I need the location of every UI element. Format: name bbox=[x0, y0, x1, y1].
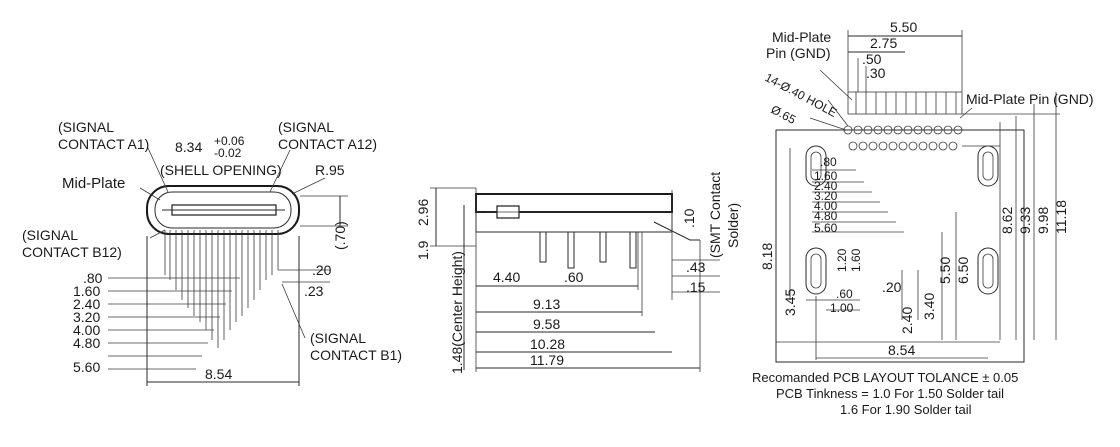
top-dim-550: 5.50 bbox=[890, 19, 917, 35]
side-d60: .60 bbox=[564, 269, 584, 285]
pcb-d998: 9.98 bbox=[1035, 207, 1051, 234]
dim-23: .23 bbox=[304, 283, 324, 299]
pcb-note-2: PCB Tinkness = 1.0 For 1.50 Solder tail bbox=[776, 386, 1004, 401]
side-d10: .10 bbox=[681, 208, 697, 228]
slot-left-top bbox=[805, 145, 827, 187]
dim-70: (.70) bbox=[332, 221, 348, 250]
side-d440: 4.40 bbox=[493, 269, 520, 285]
pcb-d550: 5.50 bbox=[937, 257, 953, 284]
stack-dim-0: .80 bbox=[83, 270, 103, 286]
signal-b1-label-1: (SIGNAL bbox=[310, 330, 366, 346]
pcb-bottom-width: 8.54 bbox=[888, 342, 915, 358]
top-dim-275: 2.75 bbox=[870, 35, 897, 51]
pcb-stack-6: 5.60 bbox=[814, 221, 838, 235]
pcb-d818: 8.18 bbox=[759, 243, 775, 270]
side-w2: 10.28 bbox=[530, 336, 565, 352]
pcb-layout-view: Mid-Plate Pin (GND) 5.50 2.75 .50 .30 14… bbox=[752, 19, 1094, 417]
side-w1: 9.58 bbox=[533, 316, 560, 332]
pcb-d345: 3.45 bbox=[782, 289, 798, 316]
dim-20: .20 bbox=[312, 262, 332, 278]
stack-dim-1: 1.60 bbox=[73, 283, 100, 299]
slot-left-bottom bbox=[805, 247, 827, 295]
pcb-stack-2: 2.40 bbox=[814, 179, 838, 193]
slot-right-bottom bbox=[977, 247, 999, 295]
pcb-d240: 2.40 bbox=[899, 307, 915, 334]
side-d43: .43 bbox=[686, 259, 706, 275]
contact-tails bbox=[164, 230, 279, 348]
pcb-d862: 8.62 bbox=[999, 207, 1015, 234]
signal-a1-label-2: CONTACT A1) bbox=[58, 136, 149, 152]
mid-plate-pin-right: Mid-Plate Pin (GND) bbox=[966, 91, 1094, 107]
pcb-d20: .20 bbox=[882, 279, 902, 295]
stack-dim-4: 4.00 bbox=[73, 322, 100, 338]
pcb-stack-5: 4.80 bbox=[814, 209, 838, 223]
pcb-note-1: Recomanded PCB LAYOUT TOLANCE ± 0.05 bbox=[752, 370, 1018, 385]
stack-dim-5: 4.80 bbox=[73, 335, 100, 351]
pcb-d1118: 11.18 bbox=[1053, 200, 1069, 234]
pcb-stack-0: .80 bbox=[820, 155, 837, 169]
pcb-outline bbox=[775, 129, 1025, 363]
side-d15: .15 bbox=[686, 279, 706, 295]
mid-plate-pin-2: Pin (GND) bbox=[766, 45, 831, 61]
stack-dim-2: 2.40 bbox=[73, 296, 100, 312]
front-view: (SIGNAL CONTACT A1) 8.34 +0.06 -0.02 (SI… bbox=[22, 119, 402, 386]
pcb-stack-1: 1.60 bbox=[814, 169, 838, 183]
opening-tol-minus: -0.02 bbox=[214, 146, 242, 160]
top-dim-50: .50 bbox=[862, 51, 882, 67]
opening-width: 8.34 bbox=[175, 139, 202, 155]
signal-b12-label-1: (SIGNAL bbox=[22, 227, 78, 243]
top-dim-30: .30 bbox=[866, 65, 886, 81]
center-height: 1.48(Center Height) bbox=[449, 251, 465, 374]
pcb-d340: 3.40 bbox=[921, 293, 937, 320]
signal-a12-label-1: (SIGNAL bbox=[278, 119, 334, 135]
shell-outline bbox=[146, 185, 300, 235]
pcb-stack-3: 3.20 bbox=[814, 189, 838, 203]
pcb-d933: 9.33 bbox=[1017, 207, 1033, 234]
mid-plate-label: Mid-Plate bbox=[62, 175, 125, 192]
pcb-d160: 1.60 bbox=[849, 248, 863, 272]
pcb-d120: 1.20 bbox=[835, 248, 849, 272]
signal-a1-label-1: (SIGNAL bbox=[58, 119, 114, 135]
signal-b12-label-2: CONTACT B12) bbox=[22, 244, 122, 260]
smt-label-1: (SMT Contact bbox=[707, 172, 723, 258]
pcb-d100: 1.00 bbox=[830, 301, 854, 315]
bottom-width: 8.54 bbox=[205, 366, 232, 382]
pcb-stack-4: 4.00 bbox=[814, 199, 838, 213]
shell-opening-label: (SHELL OPENING) bbox=[160, 162, 282, 178]
side-h2: 2.96 bbox=[415, 199, 431, 226]
hole-rows bbox=[843, 125, 963, 151]
side-view: 1.9 2.96 1.48(Center Height) (SMT Contac… bbox=[415, 172, 741, 374]
smt-label-2: Solder) bbox=[725, 203, 741, 248]
opening-tol-plus: +0.06 bbox=[214, 134, 245, 148]
pcb-d60: .60 bbox=[836, 287, 853, 301]
signal-a12-label-2: CONTACT A12) bbox=[278, 136, 377, 152]
pcb-note-3: 1.6 For 1.90 Solder tail bbox=[840, 402, 972, 417]
signal-b1-label-2: CONTACT B1) bbox=[310, 347, 402, 363]
side-w3: 11.79 bbox=[530, 352, 564, 368]
radius-label: R.95 bbox=[315, 162, 345, 178]
side-w0: 9.13 bbox=[533, 296, 560, 312]
stack-dim-6: 5.60 bbox=[73, 359, 100, 375]
pcb-d650: 6.50 bbox=[955, 257, 971, 284]
mid-plate-pin-1: Mid-Plate bbox=[772, 29, 831, 45]
side-h1: 1.9 bbox=[415, 240, 431, 260]
phi65-label: Ø.65 bbox=[769, 102, 799, 127]
shell-inner bbox=[154, 191, 292, 229]
stack-dim-3: 3.20 bbox=[73, 309, 100, 325]
